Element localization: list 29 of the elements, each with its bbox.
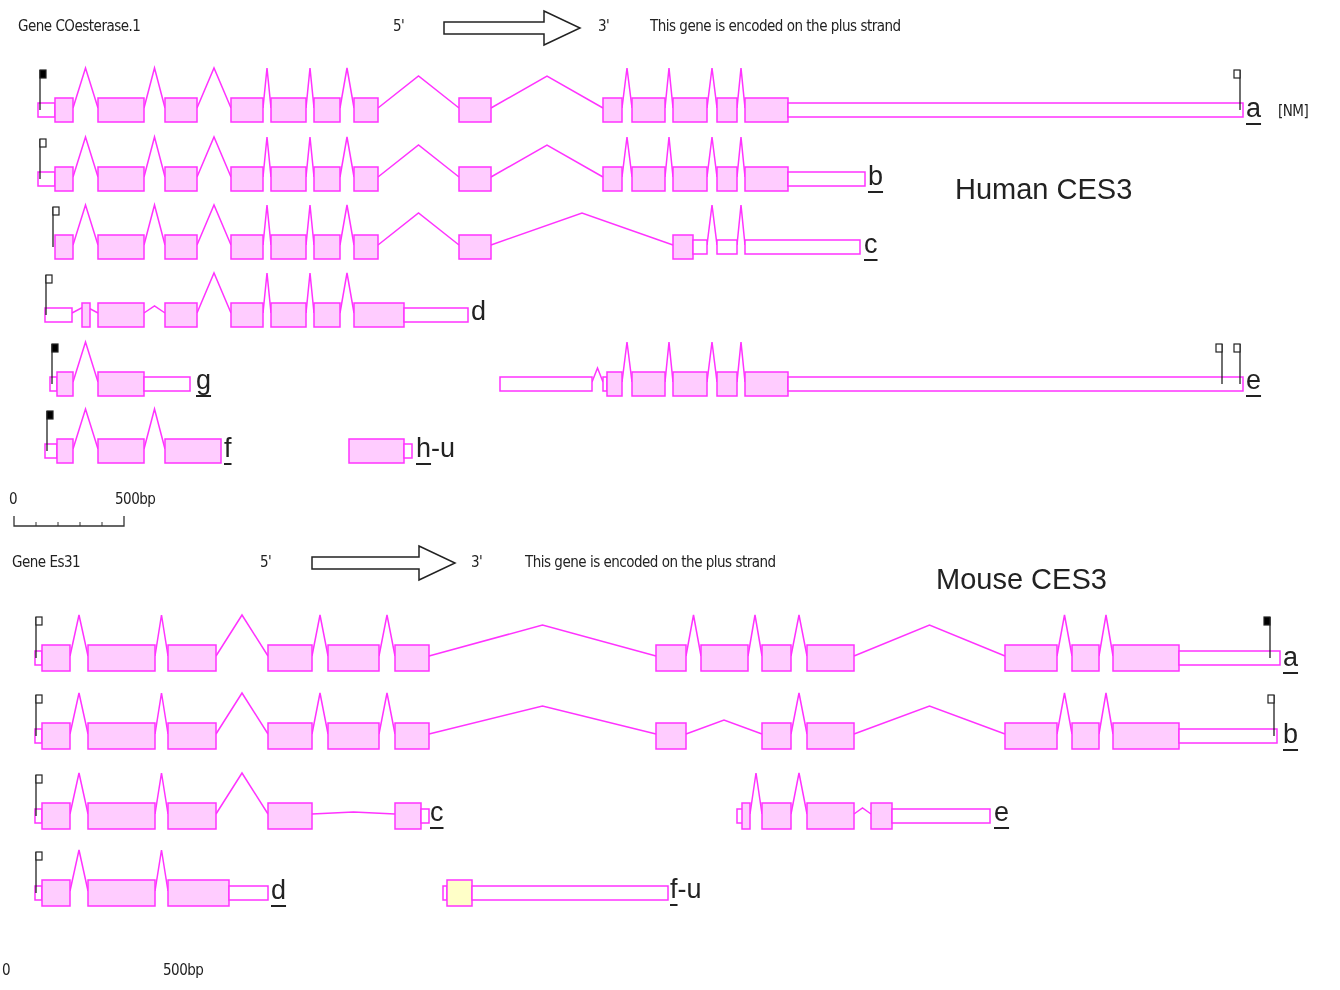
transcript-label: a	[1246, 95, 1262, 123]
scale-label: 500bp	[115, 491, 156, 507]
transcript-label: e	[994, 799, 1010, 827]
end-label: 3'	[471, 554, 483, 570]
end-label: 5'	[393, 18, 405, 34]
transcript-label: e	[1246, 367, 1262, 395]
transcript-label: d	[271, 877, 287, 905]
strand-note: This gene is encoded on the plus strand	[650, 18, 901, 34]
transcript-label: h-u	[416, 435, 456, 463]
transcript-label: b	[868, 163, 884, 191]
transcript-label: d	[471, 298, 487, 326]
gene-name: Gene Es31	[12, 554, 81, 570]
scale-label: 0	[9, 491, 18, 507]
scale-label: 500bp	[163, 962, 204, 978]
species-title: Human CES3	[955, 175, 1133, 205]
transcript-label: g	[196, 367, 212, 395]
transcript-label: c	[864, 231, 878, 259]
transcript-label: c	[430, 799, 444, 827]
strand-note: This gene is encoded on the plus strand	[525, 554, 776, 570]
gene-name: Gene COesterase.1	[18, 18, 141, 34]
end-label: 3'	[598, 18, 610, 34]
transcript-label: b	[1283, 721, 1299, 749]
transcript-label: a	[1283, 644, 1299, 672]
transcript-label: f-u	[670, 876, 702, 904]
transcript-tag: [NM]	[1278, 103, 1309, 119]
scale-label: 0	[2, 962, 11, 978]
transcript-label: f	[224, 435, 232, 463]
end-label: 5'	[260, 554, 272, 570]
species-title: Mouse CES3	[936, 565, 1107, 595]
